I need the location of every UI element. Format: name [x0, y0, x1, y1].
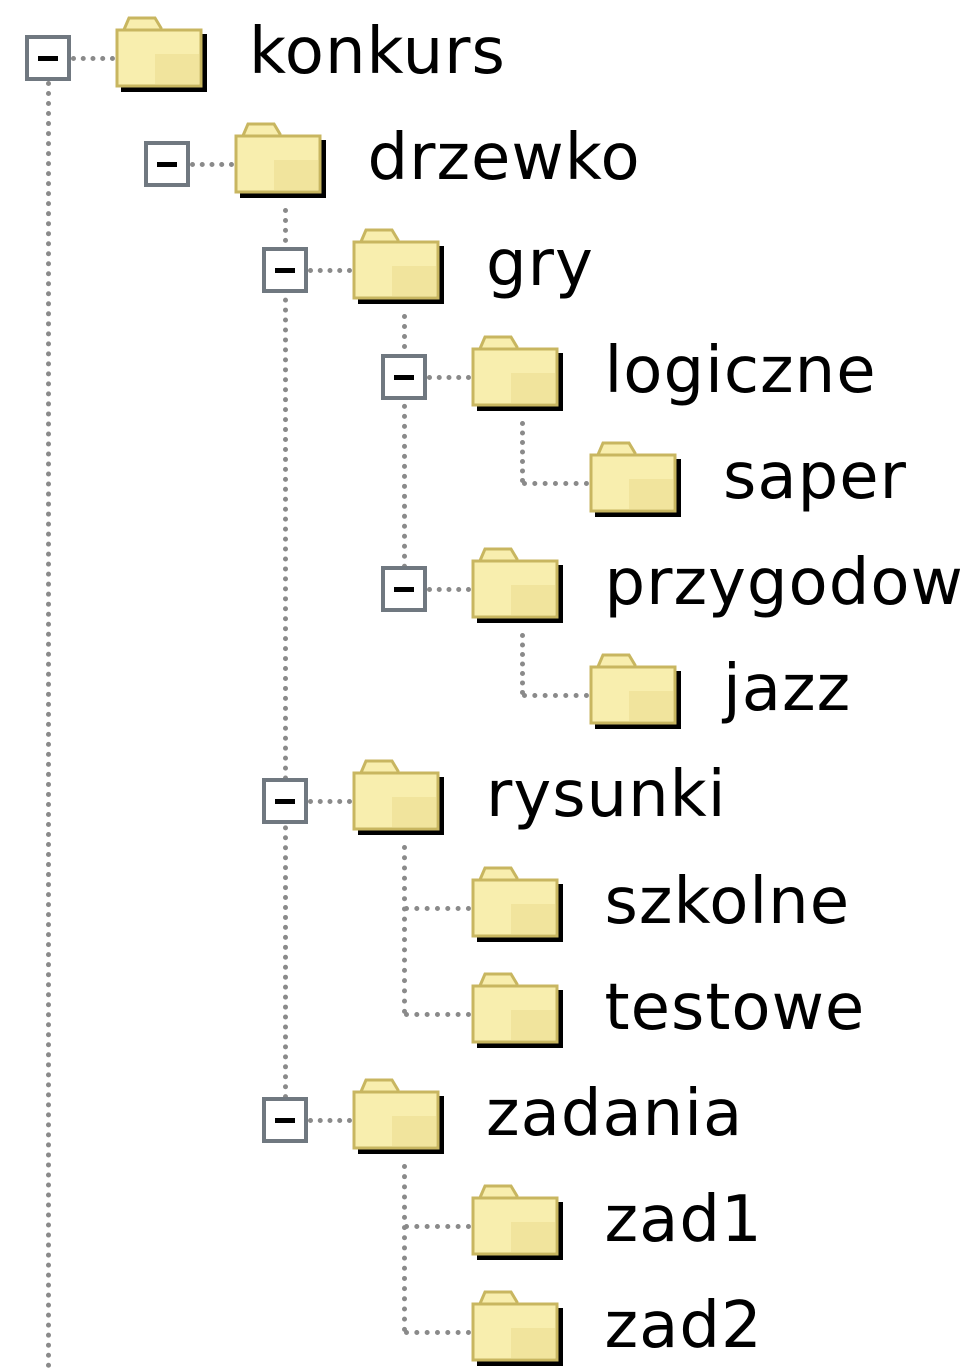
tree-connector-horizontal — [404, 1224, 471, 1229]
collapse-minus-icon[interactable] — [25, 35, 71, 81]
folder-icon[interactable] — [352, 222, 444, 302]
tree-node-label[interactable]: gry — [486, 224, 594, 304]
tree-node-label[interactable]: testowe — [605, 968, 866, 1048]
minus-sign — [275, 268, 295, 273]
tree-connector-vertical — [520, 633, 525, 695]
minus-sign — [394, 587, 414, 592]
minus-sign — [38, 56, 58, 61]
tree-node-label[interactable]: logiczne — [605, 331, 877, 411]
folder-icon[interactable] — [471, 860, 563, 940]
minus-sign — [157, 162, 177, 167]
folder-icon[interactable] — [352, 753, 444, 833]
tree-node-label[interactable]: konkurs — [249, 12, 506, 92]
folder-icon[interactable] — [234, 116, 326, 196]
tree-node-label[interactable]: szkolne — [605, 862, 851, 942]
tree-connector-horizontal — [522, 481, 589, 486]
tree-connector-horizontal — [71, 56, 115, 61]
minus-sign — [275, 799, 295, 804]
tree-node-label[interactable]: saper — [723, 437, 907, 517]
tree-connector-vertical — [402, 845, 407, 1013]
collapse-minus-icon[interactable] — [144, 141, 190, 187]
minus-sign — [275, 1118, 295, 1123]
tree-node-label[interactable]: rysunki — [486, 755, 727, 835]
collapse-minus-icon[interactable] — [381, 566, 427, 612]
tree-node-label[interactable]: zadania — [486, 1074, 743, 1154]
folder-icon[interactable] — [589, 647, 681, 727]
folder-icon[interactable] — [471, 541, 563, 621]
tree-connector-vertical — [46, 81, 51, 1369]
tree-node-label[interactable]: drzewko — [368, 118, 641, 198]
tree-connector-vertical — [520, 421, 525, 483]
folder-icon[interactable] — [589, 435, 681, 515]
collapse-minus-icon[interactable] — [381, 354, 427, 400]
folder-icon[interactable] — [471, 1284, 563, 1364]
tree-connector-horizontal — [308, 799, 352, 804]
folder-icon[interactable] — [471, 329, 563, 409]
tree-connector-horizontal — [522, 693, 589, 698]
tree-node-label[interactable]: jazz — [723, 649, 851, 729]
tree-connector-horizontal — [308, 1118, 352, 1123]
tree-connector-vertical — [402, 1164, 407, 1332]
tree-node-label[interactable]: zad1 — [605, 1180, 763, 1260]
tree-connector-horizontal — [404, 906, 471, 911]
tree-connector-horizontal — [308, 268, 352, 273]
collapse-minus-icon[interactable] — [262, 778, 308, 824]
collapse-minus-icon[interactable] — [262, 1097, 308, 1143]
tree-connector-horizontal — [427, 587, 471, 592]
folder-icon[interactable] — [115, 10, 207, 90]
tree-node-label[interactable]: przygodowe — [605, 543, 960, 623]
tree-connector-horizontal — [404, 1330, 471, 1335]
minus-sign — [394, 375, 414, 380]
folder-icon[interactable] — [352, 1072, 444, 1152]
tree-connector-vertical — [283, 208, 288, 1120]
collapse-minus-icon[interactable] — [262, 247, 308, 293]
tree-connector-horizontal — [404, 1012, 471, 1017]
folder-icon[interactable] — [471, 1178, 563, 1258]
tree-node-label[interactable]: zad2 — [605, 1286, 763, 1366]
tree-connector-horizontal — [427, 375, 471, 380]
tree-connector-horizontal — [190, 162, 234, 167]
folder-icon[interactable] — [471, 966, 563, 1046]
